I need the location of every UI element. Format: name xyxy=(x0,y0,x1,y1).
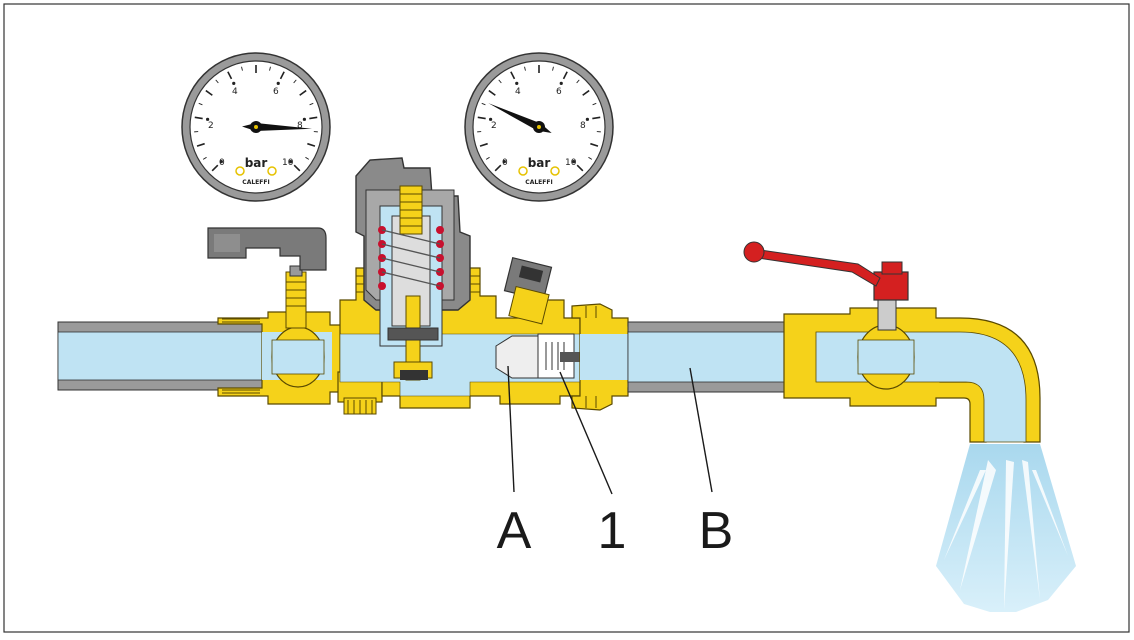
gauge-tick-mark xyxy=(494,164,502,172)
gauge-tick-dot xyxy=(276,81,280,85)
diagram-frame xyxy=(3,3,1130,633)
gauge-brand: CALEFFI xyxy=(525,179,552,186)
gauge-tick-mark xyxy=(588,156,593,160)
gauge-tick-mark xyxy=(309,102,314,106)
callout-leaders xyxy=(507,365,713,495)
gauge-tick-mark xyxy=(307,142,316,147)
gauge-tick-mark xyxy=(477,116,486,120)
callout-label-1: 1 xyxy=(598,502,627,560)
gauge-tick-dot xyxy=(206,117,210,121)
gauge-tick-mark xyxy=(576,79,580,84)
outlet-pressure-gauge: 0 2 4 6 8 10 bar CALEFFI xyxy=(464,52,614,202)
gauge-tick-8: 8 xyxy=(297,121,303,131)
gauge-tick-mark xyxy=(485,156,490,160)
gauge-brand: CALEFFI xyxy=(242,179,269,186)
gauge-tick-mark xyxy=(241,66,243,71)
gauge-tick-mark xyxy=(576,164,584,172)
gauge-unit: bar xyxy=(245,156,268,170)
gauge-tick-mark xyxy=(488,89,496,96)
inlet-pressure-gauge: 0 2 4 6 8 10 bar CALEFFI xyxy=(181,52,331,202)
gauge-tick-dot xyxy=(502,160,506,164)
gauge-tick-2: 2 xyxy=(208,121,214,131)
gauge-needle xyxy=(488,103,552,133)
gauge-tick-10: 10 xyxy=(282,158,294,168)
gauge-tick-mark xyxy=(194,116,203,120)
gauge-tick-dot xyxy=(489,117,493,121)
gauge-tick-8: 8 xyxy=(580,121,586,131)
gauge-tick-mark xyxy=(479,142,488,147)
gauge-needle-pin xyxy=(254,125,258,129)
gauge-tick-dot xyxy=(572,160,576,164)
gauge-tick-mark xyxy=(562,71,568,80)
gauge-tick-mark xyxy=(524,66,526,71)
outlet-ball-valve xyxy=(743,241,1041,443)
gauge-tick-0: 0 xyxy=(502,158,508,168)
gauge-tick-dot xyxy=(302,117,306,121)
gauge-tick-mark xyxy=(198,102,203,106)
callout-label-a: A xyxy=(497,502,532,560)
gauge-tick-6: 6 xyxy=(556,87,562,97)
gauge-tick-mark xyxy=(498,79,502,84)
gauge-tick-mark xyxy=(215,79,219,84)
gauge-unit: bar xyxy=(528,156,551,170)
gauge-tick-mark xyxy=(309,116,318,120)
gauge-tick-mark xyxy=(590,142,599,147)
gauge-tick-mark xyxy=(279,71,285,80)
gauge-tick-4: 4 xyxy=(515,87,521,97)
callout-label-b: B xyxy=(699,502,734,560)
gauge-tick-mark xyxy=(552,66,554,71)
gauge-needle xyxy=(242,121,312,133)
water-spray xyxy=(936,444,1076,612)
gauge-tick-4: 4 xyxy=(232,87,238,97)
gauge-tick-dot xyxy=(515,81,519,85)
gauge-tick-dot xyxy=(289,160,293,164)
gauge-tick-mark xyxy=(211,164,219,172)
leader-b xyxy=(689,367,713,493)
gauge-tick-mark xyxy=(196,142,205,147)
gauge-tick-mark xyxy=(305,156,310,160)
gauge-tick-dot xyxy=(219,160,223,164)
gauge-tick-mark xyxy=(582,89,590,96)
inlet-pipe xyxy=(57,321,269,391)
gauge-needle-pin xyxy=(537,125,541,129)
leader-a xyxy=(507,365,515,493)
gauge-tick-6: 6 xyxy=(273,87,279,97)
gauge-tick-2: 2 xyxy=(491,121,497,131)
gauge-tick-mark xyxy=(205,89,213,96)
gauge-tick-mark xyxy=(269,66,271,71)
gauge-tick-mark xyxy=(592,116,601,120)
gauge-tick-dot xyxy=(559,81,563,85)
outlet-pipe xyxy=(627,321,815,393)
gauge-tick-dot xyxy=(232,81,236,85)
gauge-tick-10: 10 xyxy=(565,158,577,168)
gauge-tick-mark xyxy=(481,102,486,106)
leader-1 xyxy=(559,371,613,495)
gauge-tick-mark xyxy=(293,79,297,84)
gauge-tick-mark xyxy=(592,102,597,106)
gauge-tick-mark xyxy=(227,71,233,80)
gauge-tick-mark xyxy=(202,156,207,160)
gauge-tick-mark xyxy=(293,164,301,172)
gauge-tick-dot xyxy=(585,117,589,121)
gauge-tick-mark xyxy=(510,71,516,80)
gauge-tick-mark xyxy=(299,89,307,96)
gauge-tick-0: 0 xyxy=(219,158,225,168)
pressure-reducer-body xyxy=(339,157,582,409)
